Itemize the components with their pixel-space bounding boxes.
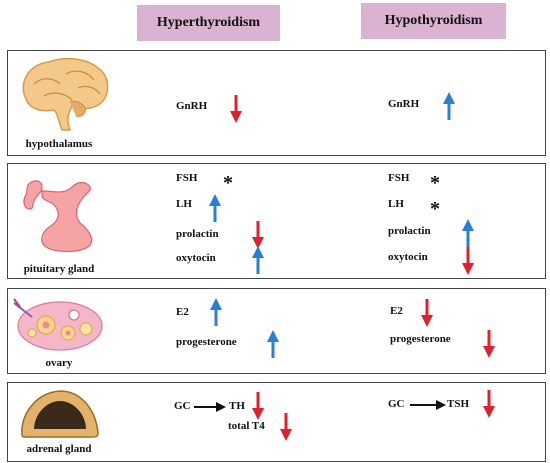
caption-pituitary: pituitary gland (23, 263, 95, 275)
arrow-down-icon (252, 221, 264, 249)
star-unchanged: * (223, 172, 233, 194)
arrow-down-icon (483, 330, 495, 358)
arrow-right-icon (410, 400, 446, 410)
label-gnrh-hypo: GnRH (388, 98, 420, 110)
arrow-up-icon (252, 246, 264, 274)
label-fsh-hyper: FSH (176, 172, 198, 184)
pituitary-gland-icon (23, 180, 93, 253)
arrow-down-icon (483, 390, 495, 418)
label-gnrh-hyper: GnRH (176, 100, 208, 112)
label-oxytocin-hyper: oxytocin (176, 252, 216, 264)
caption-adrenal: adrenal gland (26, 443, 92, 455)
label-prolactin-hypo: prolactin (388, 225, 431, 237)
arrow-up-icon (210, 298, 222, 326)
arrow-down-icon (280, 413, 292, 441)
arrow-up-icon (267, 330, 279, 358)
arrow-up-icon (443, 92, 455, 120)
arrow-up-icon (209, 194, 221, 222)
header-hypothyroidism: Hypothyroidism (361, 3, 506, 39)
ovary-icon (13, 298, 103, 351)
label-fsh-hypo: FSH (388, 172, 410, 184)
adrenal-gland-icon (21, 390, 99, 438)
label-gc-hypo: GC (388, 398, 405, 410)
label-e2-hypo: E2 (390, 305, 403, 317)
label-total-t4-hyper: total T4 (228, 420, 265, 432)
caption-hypothalamus: hypothalamus (25, 138, 93, 150)
arrow-down-icon (230, 95, 242, 123)
panel-pituitary (7, 163, 546, 279)
caption-ovary: ovary (45, 357, 73, 369)
brain-icon (22, 57, 109, 131)
arrow-down-icon (252, 392, 264, 420)
arrow-down-icon (462, 247, 474, 275)
label-lh-hyper: LH (176, 198, 192, 210)
label-progesterone-hypo: progesterone (390, 333, 451, 345)
arrow-down-icon (421, 299, 433, 327)
arrow-up-icon (462, 219, 474, 247)
label-oxytocin-hypo: oxytocin (388, 251, 428, 263)
label-th-hyper: TH (229, 400, 245, 412)
star-unchanged: * (430, 198, 440, 220)
panel-adrenal (7, 382, 546, 462)
star-unchanged: * (430, 172, 440, 194)
label-gc-hyper: GC (174, 400, 191, 412)
label-lh-hypo: LH (388, 198, 404, 210)
label-prolactin-hyper: prolactin (176, 228, 219, 240)
label-e2-hyper: E2 (176, 306, 189, 318)
label-progesterone-hyper: progesterone (176, 336, 237, 348)
label-tsh-hypo: TSH (447, 398, 470, 410)
arrow-right-icon (194, 402, 226, 412)
header-hyperthyroidism: Hyperthyroidism (137, 5, 280, 41)
